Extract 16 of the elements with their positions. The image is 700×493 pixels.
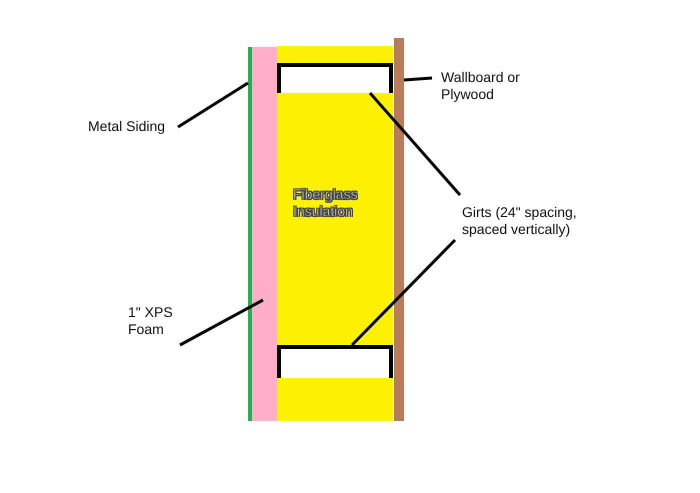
metal-siding-layer [248, 47, 252, 421]
foam-layer [252, 47, 277, 421]
leader-line [179, 298, 264, 346]
callout-label: Girts (24" spacing, spaced vertically) [462, 204, 597, 238]
wallboard-layer [394, 38, 404, 421]
girt-channel [277, 345, 393, 378]
insulation-layer [277, 46, 393, 421]
leader-line [404, 76, 432, 82]
callout-label: 1" XPS Foam [128, 304, 180, 338]
layer-label: Fiberglass Insulation [293, 186, 359, 220]
leader-line [177, 82, 249, 128]
callout-label: Metal Siding [88, 118, 180, 135]
leader-line [368, 92, 462, 196]
callout-label: Wallboard or Plywood [441, 69, 561, 103]
girt-channel [277, 63, 393, 93]
leader-line [350, 238, 456, 346]
